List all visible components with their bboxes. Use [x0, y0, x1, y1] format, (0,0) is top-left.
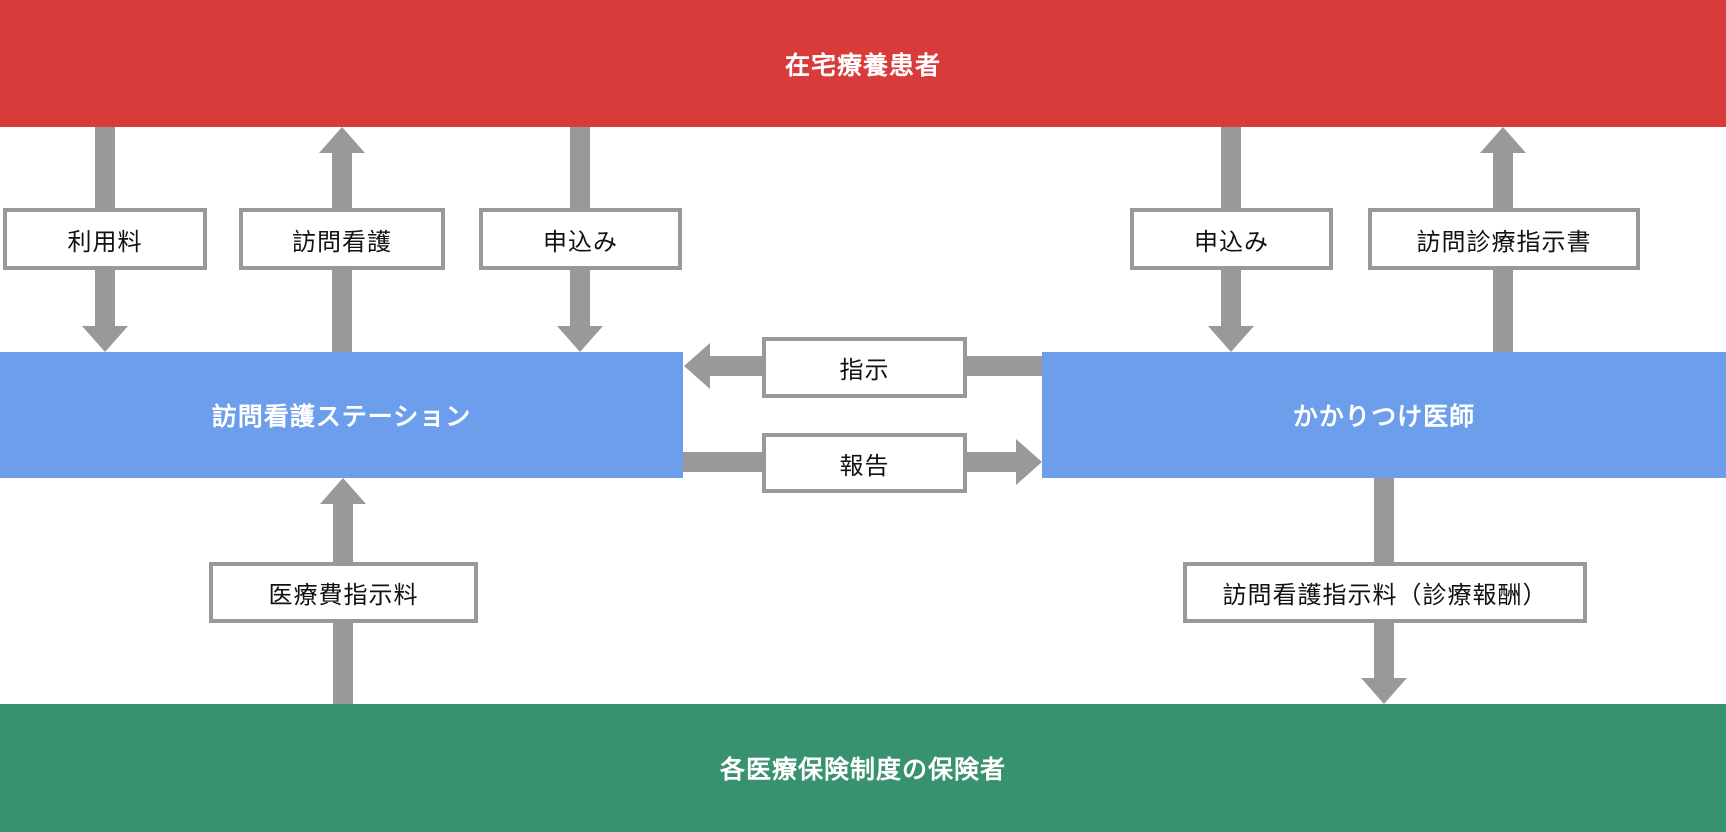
nursing-station-node: 訪問看護ステーション: [0, 352, 683, 478]
arrow-head-down-icon: [1361, 678, 1407, 704]
insurer-band: 各医療保険制度の保険者: [0, 704, 1726, 832]
label-visit-care-directive-text: 訪問診療指示書: [1416, 228, 1592, 256]
label-medical-fee-instruction: 医療費指示料: [209, 562, 478, 623]
label-usage-fee: 利用料: [3, 208, 207, 270]
patient-band-label: 在宅療養患者: [784, 51, 941, 80]
label-instruction-text: 指示: [839, 357, 890, 384]
label-visiting-nursing: 訪問看護: [239, 208, 445, 270]
nursing-station-label: 訪問看護ステーション: [211, 403, 472, 431]
arrow-head-up-icon: [320, 478, 366, 504]
arrow-head-down-icon: [557, 326, 603, 352]
label-medical-fee-instruction-text: 医療費指示料: [268, 582, 419, 609]
label-nursing-instruction-fee-text: 訪問看護指示料（診療報酬）: [1222, 582, 1548, 609]
insurer-band-label: 各医療保険制度の保険者: [719, 756, 1006, 784]
label-usage-fee-text: 利用料: [67, 228, 143, 256]
label-application-left-text: 申込み: [543, 228, 618, 256]
family-doctor-node: かかりつけ医師: [1042, 352, 1726, 478]
arrow-head-right-icon: [1016, 439, 1042, 485]
label-application-right-text: 申込み: [1194, 228, 1269, 256]
label-application-left: 申込み: [479, 208, 682, 270]
arrow-head-down-icon: [1208, 326, 1254, 352]
patient-band: 在宅療養患者: [0, 0, 1726, 127]
arrow-head-up-icon: [319, 127, 365, 153]
label-visiting-nursing-text: 訪問看護: [292, 228, 392, 256]
family-doctor-label: かかりつけ医師: [1292, 403, 1476, 431]
arrow-head-up-icon: [1480, 127, 1526, 153]
label-report-text: 報告: [839, 452, 890, 480]
arrow-head-left-icon: [684, 343, 710, 389]
label-nursing-instruction-fee: 訪問看護指示料（診療報酬）: [1183, 562, 1587, 623]
label-application-right: 申込み: [1130, 208, 1333, 270]
label-instruction: 指示: [762, 337, 967, 398]
label-report: 報告: [762, 433, 967, 493]
label-visit-care-directive: 訪問診療指示書: [1368, 208, 1640, 270]
arrow-head-down-icon: [82, 326, 128, 352]
